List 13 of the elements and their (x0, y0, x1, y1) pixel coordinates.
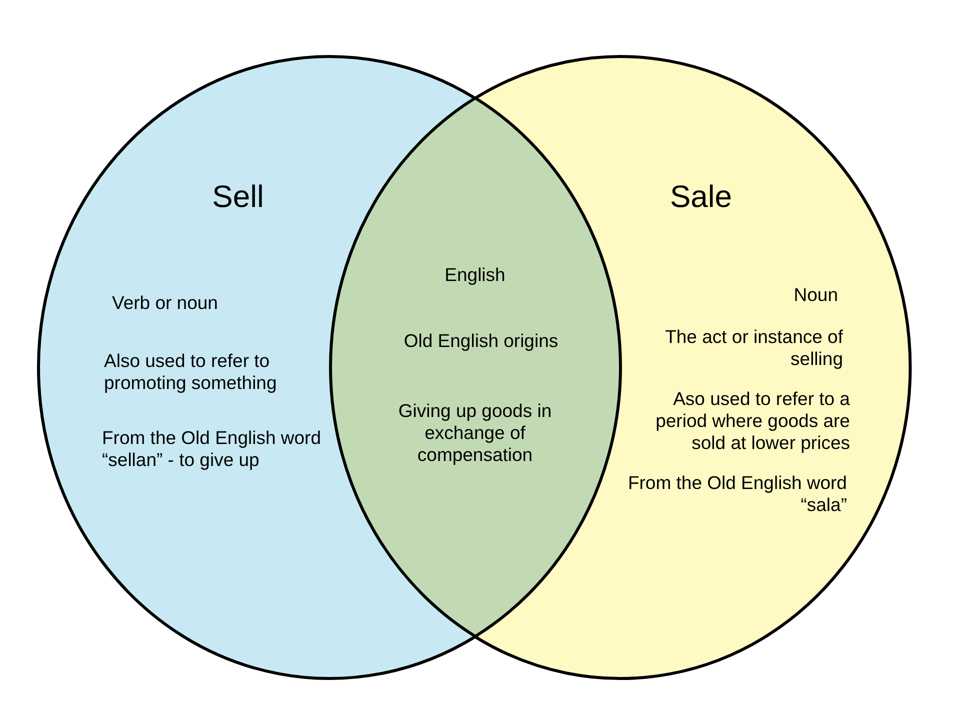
overlap-region (328, 96, 622, 638)
shared-item-text: English (444, 264, 506, 286)
item-text: From the Old English word “sellan” - to give up (102, 427, 322, 471)
item-text: Aso used to refer to a period where goods are sold at lower prices (654, 388, 850, 454)
region-title: Sell (212, 181, 264, 212)
item-text: The act or instance of selling (664, 326, 843, 370)
shared-item-text: Old English origins (404, 330, 558, 352)
item-text: Noun (794, 284, 838, 306)
region-title: Sale (670, 181, 732, 212)
item-text: Also used to refer to promoting something (104, 350, 278, 394)
item-text: Verb or noun (112, 292, 218, 314)
item-text: From the Old English word “sala” (626, 472, 847, 516)
shared-item-text: Giving up goods in exchange of compensation (397, 400, 553, 466)
